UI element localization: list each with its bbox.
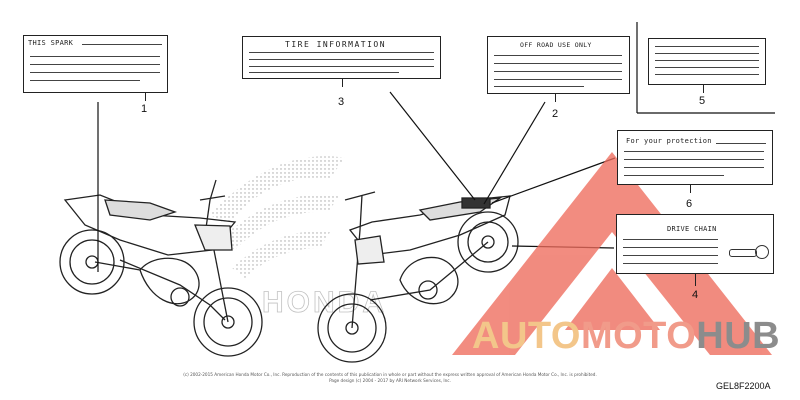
label-protection-title: For your protection (626, 137, 712, 145)
callout-4[interactable]: 4 (692, 289, 699, 301)
label-line (623, 263, 718, 264)
label-line (249, 72, 399, 73)
watermark-triangle (452, 152, 772, 355)
automotohub-watermark: AUTOMOTOHUB (472, 315, 780, 358)
watermark-moto: MOTO (580, 315, 697, 357)
label-spark-title: THIS SPARK (28, 39, 74, 47)
callout-1-tick (145, 93, 146, 101)
callout-6[interactable]: 6 (686, 198, 693, 210)
label-line (655, 46, 759, 47)
label-line (249, 52, 434, 53)
label-line (655, 60, 759, 61)
label-line (655, 74, 759, 75)
copyright-notice: (c) 2002-2015 American Honda Motor Co., … (180, 372, 600, 384)
chain-wheel-icon (755, 245, 769, 259)
label-line (655, 67, 759, 68)
label-line (82, 44, 162, 45)
label-chain-title: DRIVE CHAIN (667, 225, 717, 233)
label-tire-title: TIRE INFORMATION (285, 40, 387, 49)
callout-3-tick (342, 79, 343, 87)
copyright-line-1: (c) 2002-2015 American Honda Motor Co., … (183, 372, 597, 377)
label-line (623, 247, 718, 248)
label-line (716, 143, 766, 144)
leader-lines (97, 22, 775, 272)
callout-5-tick (703, 85, 704, 93)
label-line (623, 255, 718, 256)
callout-3[interactable]: 3 (338, 96, 345, 108)
callout-2-tick (555, 94, 556, 102)
label-line (249, 59, 434, 60)
label-tire-information: TIRE INFORMATION (242, 36, 441, 79)
label-line (494, 79, 622, 80)
motorcycle-right (317, 191, 519, 363)
label-spark-arrester: THIS SPARK (23, 35, 168, 93)
label-line (494, 55, 622, 56)
honda-wing-logo: HONDA (210, 156, 387, 319)
label-plate-5 (648, 38, 766, 85)
label-line (249, 66, 434, 67)
callout-5[interactable]: 5 (699, 95, 706, 107)
copyright-line-2: Page design (c) 2004 - 2017 by ARI Netwo… (329, 378, 451, 383)
label-protection: For your protection (617, 130, 773, 185)
diagram-part-code: GEL8F2200A (716, 381, 771, 391)
label-line (655, 53, 759, 54)
label-line (624, 159, 764, 160)
callout-4-tick (695, 274, 696, 286)
label-drive-chain: DRIVE CHAIN (616, 214, 774, 274)
label-line (494, 86, 584, 87)
label-line (624, 151, 764, 152)
label-line (494, 63, 622, 64)
callout-6-tick (690, 185, 691, 193)
label-line (624, 167, 764, 168)
callout-2[interactable]: 2 (552, 108, 559, 120)
callout-1[interactable]: 1 (141, 103, 148, 115)
watermark-hub: HUB (696, 315, 781, 357)
label-line (494, 71, 622, 72)
label-line (623, 239, 718, 240)
motorcycle-left (59, 179, 263, 357)
label-line (30, 80, 140, 81)
honda-wordmark: HONDA (262, 286, 387, 319)
label-line (30, 56, 160, 57)
chain-slider-icon (729, 249, 757, 257)
watermark-auto: AUTO (472, 315, 581, 357)
label-offroad-title: OFF ROAD USE ONLY (520, 41, 592, 49)
label-off-road: OFF ROAD USE ONLY (487, 36, 630, 94)
label-line (30, 72, 160, 73)
label-line (624, 175, 724, 176)
label-line (30, 64, 160, 65)
